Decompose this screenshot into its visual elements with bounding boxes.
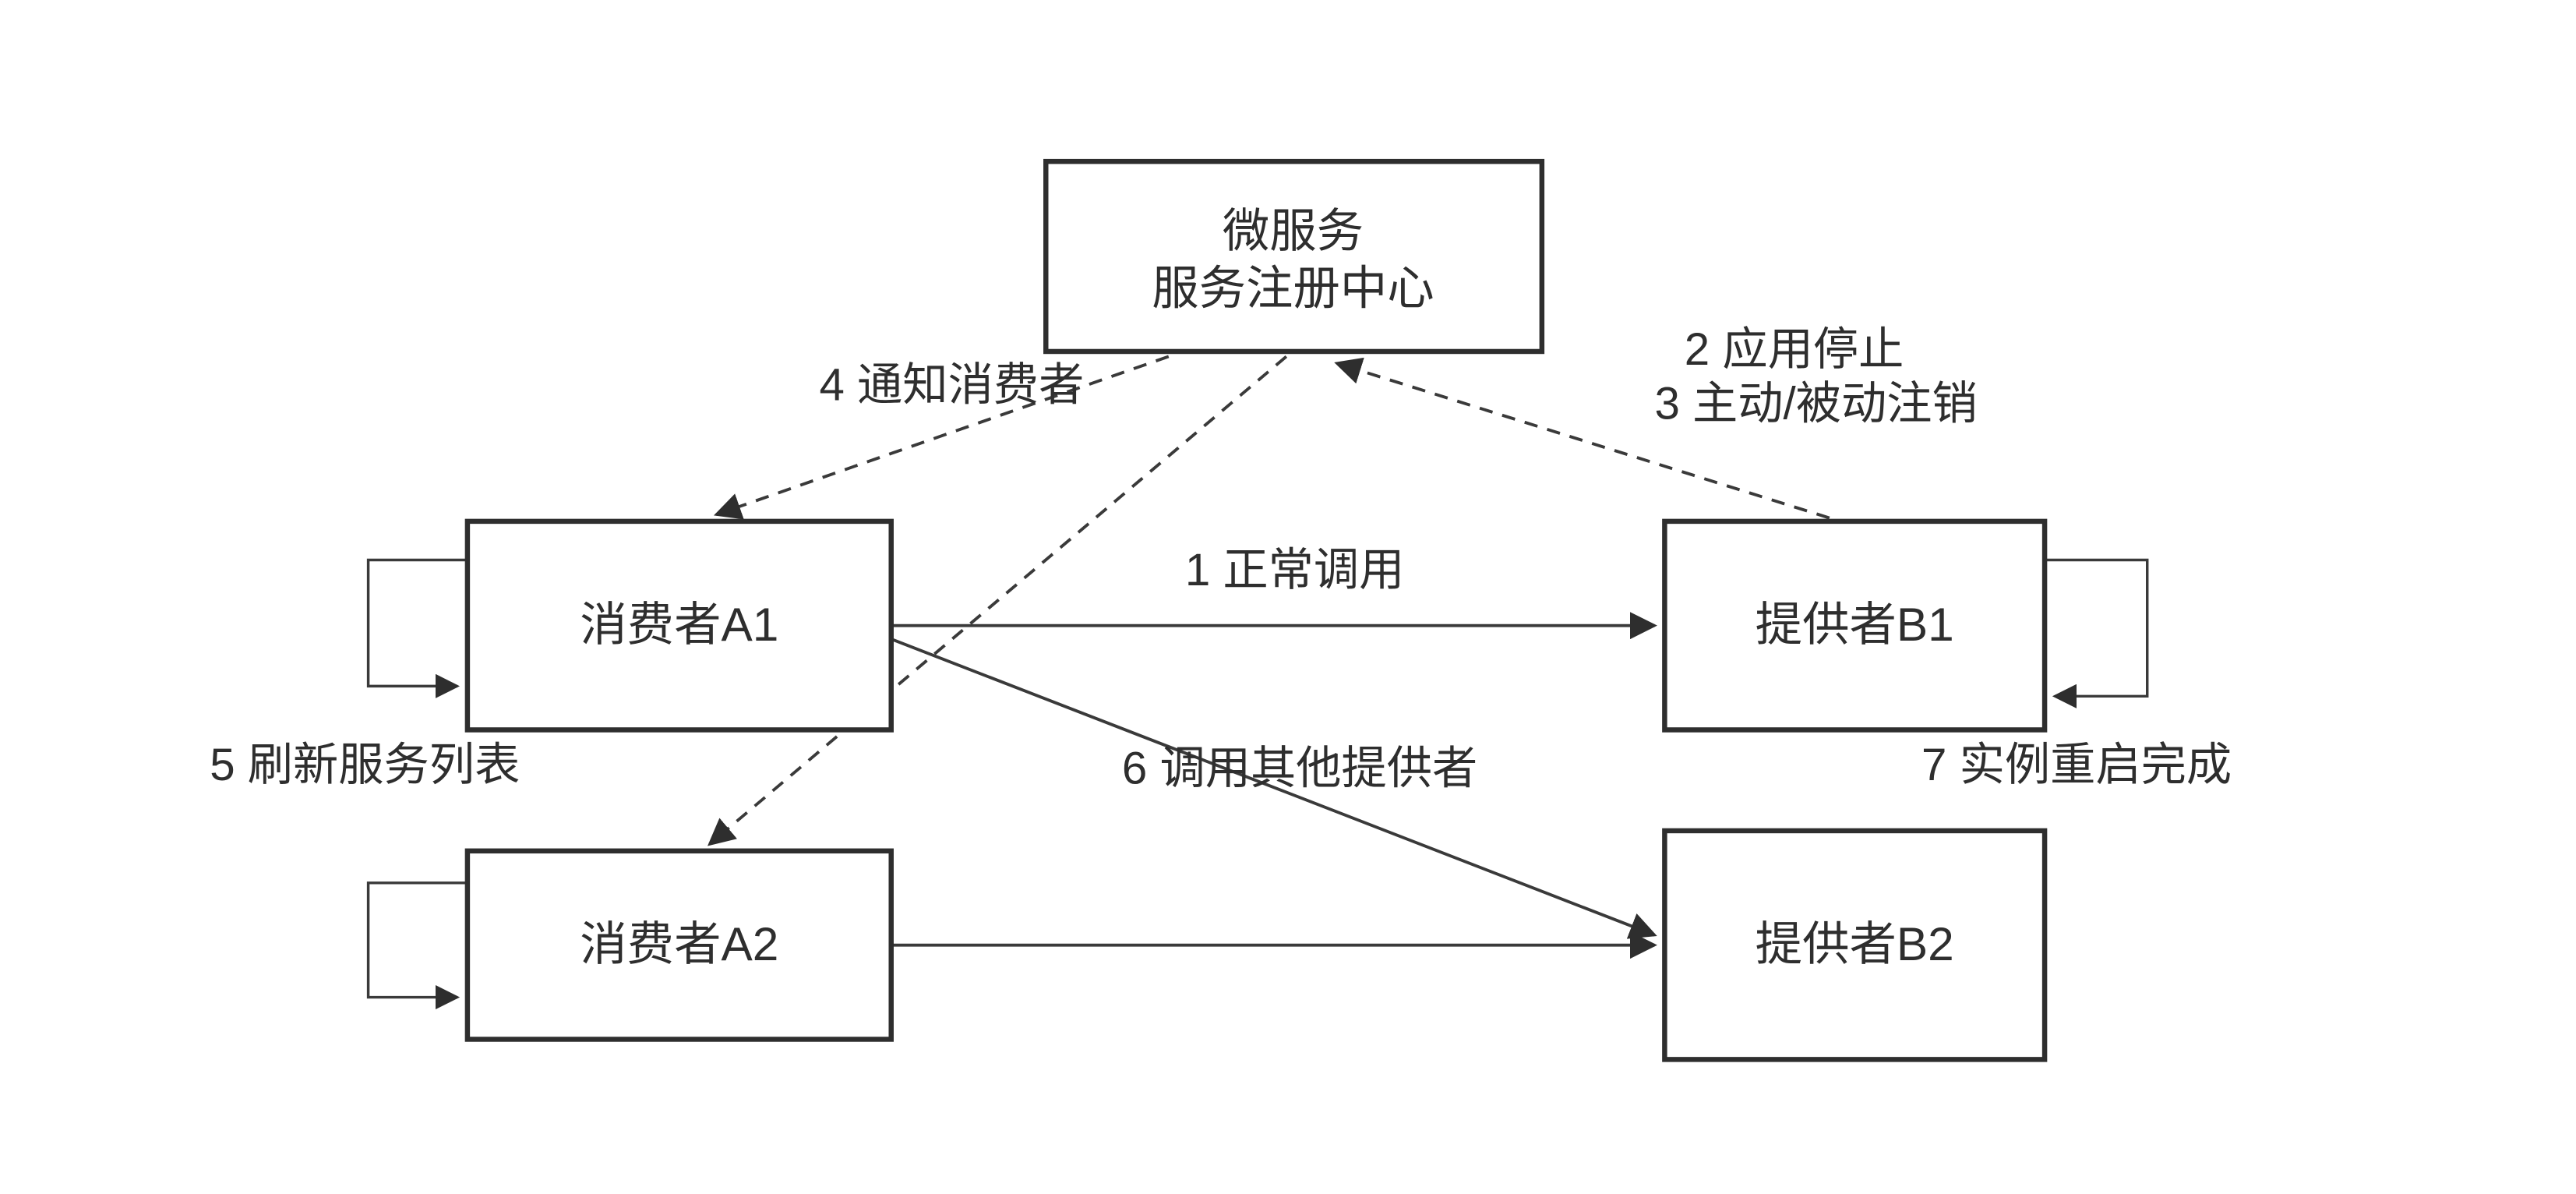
node-consumer-a2-box [464, 848, 894, 1042]
node-service-registry-label-line1: 微服务 [1223, 204, 1364, 257]
node-consumer-a1-box [464, 518, 894, 733]
edge-label-step5-refresh-service-list: 5 刷新服务列表 [210, 740, 520, 790]
node-provider-b1: 提供者B1 [1662, 518, 2048, 733]
node-provider-b1-box [1662, 518, 2048, 733]
node-provider-b2-box [1662, 828, 2048, 1062]
node-service-registry-label-line2: 服务注册中心 [1152, 262, 1434, 315]
self-loop-consumer-a2-refresh [366, 881, 468, 1010]
self-loop-provider-b1-restart [2045, 558, 2149, 708]
node-provider-b2: 提供者B2 [1662, 828, 2048, 1062]
edge-label-step1-normal-call: 1 正常调用 [1185, 545, 1405, 595]
node-service-registry: 微服务 服务注册中心 [1043, 158, 1545, 355]
edge-label-step3-deregister: 3 主动/被动注销 [1654, 378, 1977, 429]
edge-label-step4-notify-consumer: 4 通知消费者 [819, 360, 1084, 411]
node-consumer-a1: 消费者A1 [464, 518, 894, 733]
node-service-registry-box [1043, 158, 1545, 355]
self-loop-consumer-a1-refresh [366, 558, 468, 698]
node-consumer-a2-label: 消费者A2 [580, 917, 778, 970]
node-provider-b1-label: 提供者B1 [1756, 598, 1954, 651]
edge-consumer-a1-call-provider-b2 [891, 638, 1657, 939]
edge-label-step2-app-stop: 2 应用停止 [1685, 324, 1904, 375]
edge-registry-notify-consumer-a1 [713, 355, 1170, 520]
edge-label-step7-instance-restart-done: 7 实例重启完成 [1921, 740, 2232, 790]
node-consumer-a1-label: 消费者A1 [580, 598, 778, 651]
edge-registry-notify-consumer-a2 [707, 355, 1288, 846]
edge-label-step6-call-other-provider: 6 调用其他提供者 [1122, 744, 1477, 794]
node-provider-b2-label: 提供者B2 [1756, 917, 1954, 970]
node-consumer-a2: 消费者A2 [464, 848, 894, 1042]
edge-provider-b1-deregister-to-registry [1334, 357, 1830, 520]
